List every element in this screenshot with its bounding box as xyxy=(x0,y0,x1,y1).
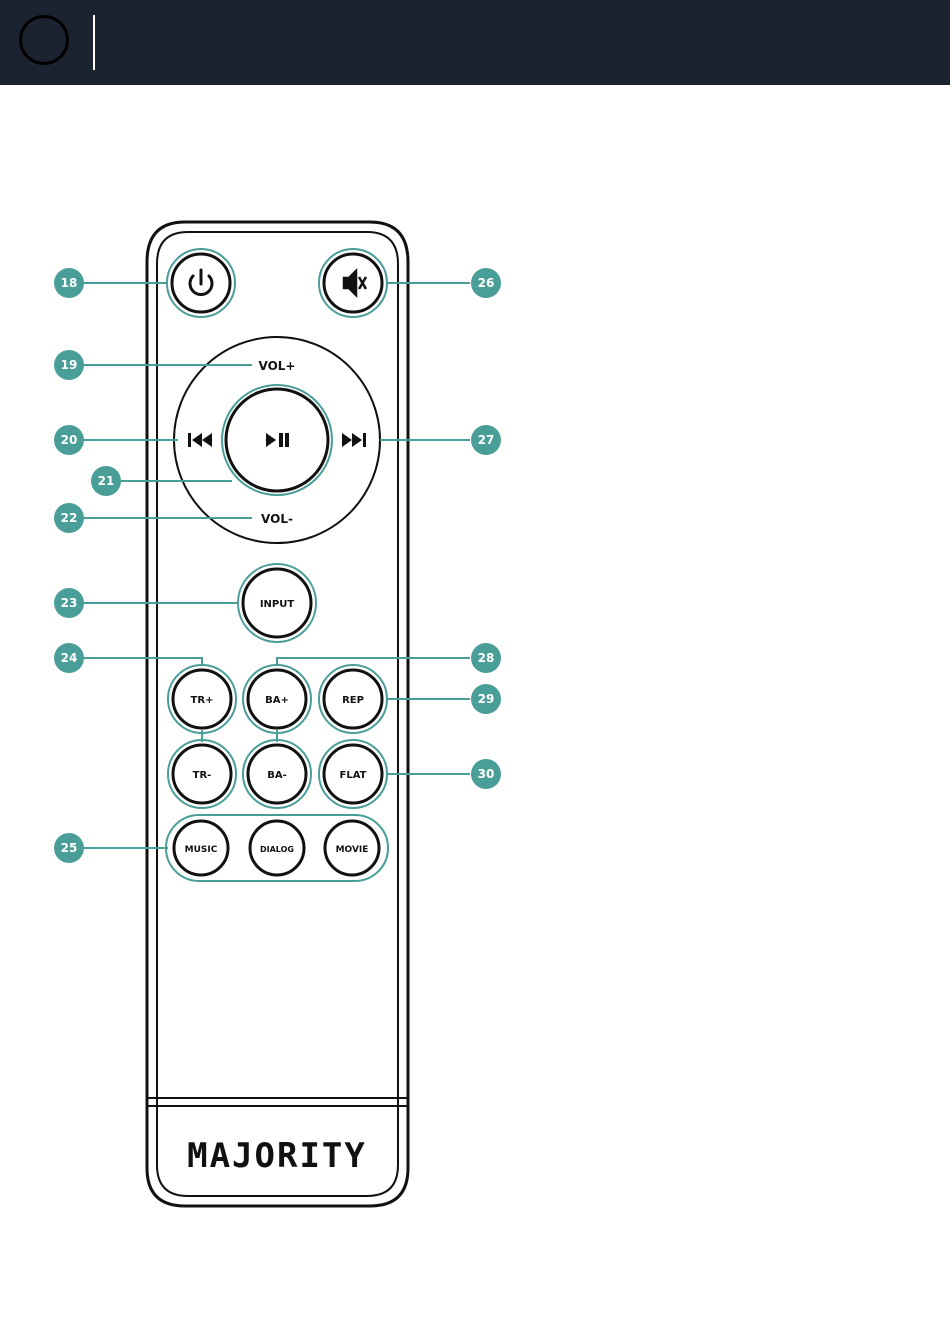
treble-up-label: TR+ xyxy=(191,695,214,706)
svg-text:27: 27 xyxy=(478,433,495,447)
rep-label: REP xyxy=(342,695,364,706)
svg-text:19: 19 xyxy=(61,358,78,372)
treble-down-button[interactable]: TR- xyxy=(168,740,236,808)
callout-21: 21 xyxy=(91,466,121,496)
svg-text:26: 26 xyxy=(478,276,495,290)
callout-19: 19 xyxy=(54,350,84,380)
dialog-label: DIALOG xyxy=(260,845,294,854)
flat-button[interactable]: FLAT xyxy=(319,740,387,808)
treble-up-button[interactable]: TR+ xyxy=(168,665,236,733)
svg-text:23: 23 xyxy=(61,596,78,610)
callout-23: 23 xyxy=(54,588,84,618)
bass-up-label: BA+ xyxy=(265,695,289,706)
vol-up-button[interactable]: VOL+ xyxy=(259,359,296,373)
svg-text:28: 28 xyxy=(478,651,495,665)
vol-down-button[interactable]: VOL- xyxy=(261,512,293,526)
callout-26: 26 xyxy=(471,268,501,298)
play-pause-button[interactable] xyxy=(222,385,332,495)
callout-30: 30 xyxy=(471,759,501,789)
bass-up-button[interactable]: BA+ xyxy=(243,665,311,733)
callout-18: 18 xyxy=(54,268,84,298)
input-button[interactable]: INPUT xyxy=(238,564,316,642)
music-button[interactable]: MUSIC xyxy=(174,821,228,875)
callout-29: 29 xyxy=(471,684,501,714)
mute-button[interactable] xyxy=(319,249,387,317)
callout-28: 28 xyxy=(471,643,501,673)
prev-track-button[interactable] xyxy=(188,433,212,447)
svg-text:18: 18 xyxy=(61,276,78,290)
svg-text:22: 22 xyxy=(61,511,78,525)
svg-text:30: 30 xyxy=(478,767,495,781)
svg-text:29: 29 xyxy=(478,692,495,706)
svg-text:25: 25 xyxy=(61,841,78,855)
treble-down-label: TR- xyxy=(193,770,212,781)
callout-25: 25 xyxy=(54,833,84,863)
callout-20: 20 xyxy=(54,425,84,455)
movie-label: MOVIE xyxy=(336,845,369,855)
bass-down-label: BA- xyxy=(267,770,287,781)
input-button-label: INPUT xyxy=(260,599,295,610)
callout-24: 24 xyxy=(54,643,84,673)
dialog-button[interactable]: DIALOG xyxy=(250,821,304,875)
brand-logo: MAJORITY xyxy=(187,1136,367,1176)
svg-text:21: 21 xyxy=(98,474,115,488)
rep-button[interactable]: REP xyxy=(319,665,387,733)
svg-text:24: 24 xyxy=(61,651,78,665)
callout-27: 27 xyxy=(471,425,501,455)
movie-button[interactable]: MOVIE xyxy=(325,821,379,875)
callout-22: 22 xyxy=(54,503,84,533)
power-button[interactable] xyxy=(167,249,235,317)
next-track-icon xyxy=(342,433,366,447)
next-track-button[interactable] xyxy=(342,433,366,447)
prev-track-icon xyxy=(188,433,212,447)
music-label: MUSIC xyxy=(185,845,218,855)
flat-label: FLAT xyxy=(340,770,367,781)
bass-down-button[interactable]: BA- xyxy=(243,740,311,808)
svg-text:20: 20 xyxy=(61,433,78,447)
